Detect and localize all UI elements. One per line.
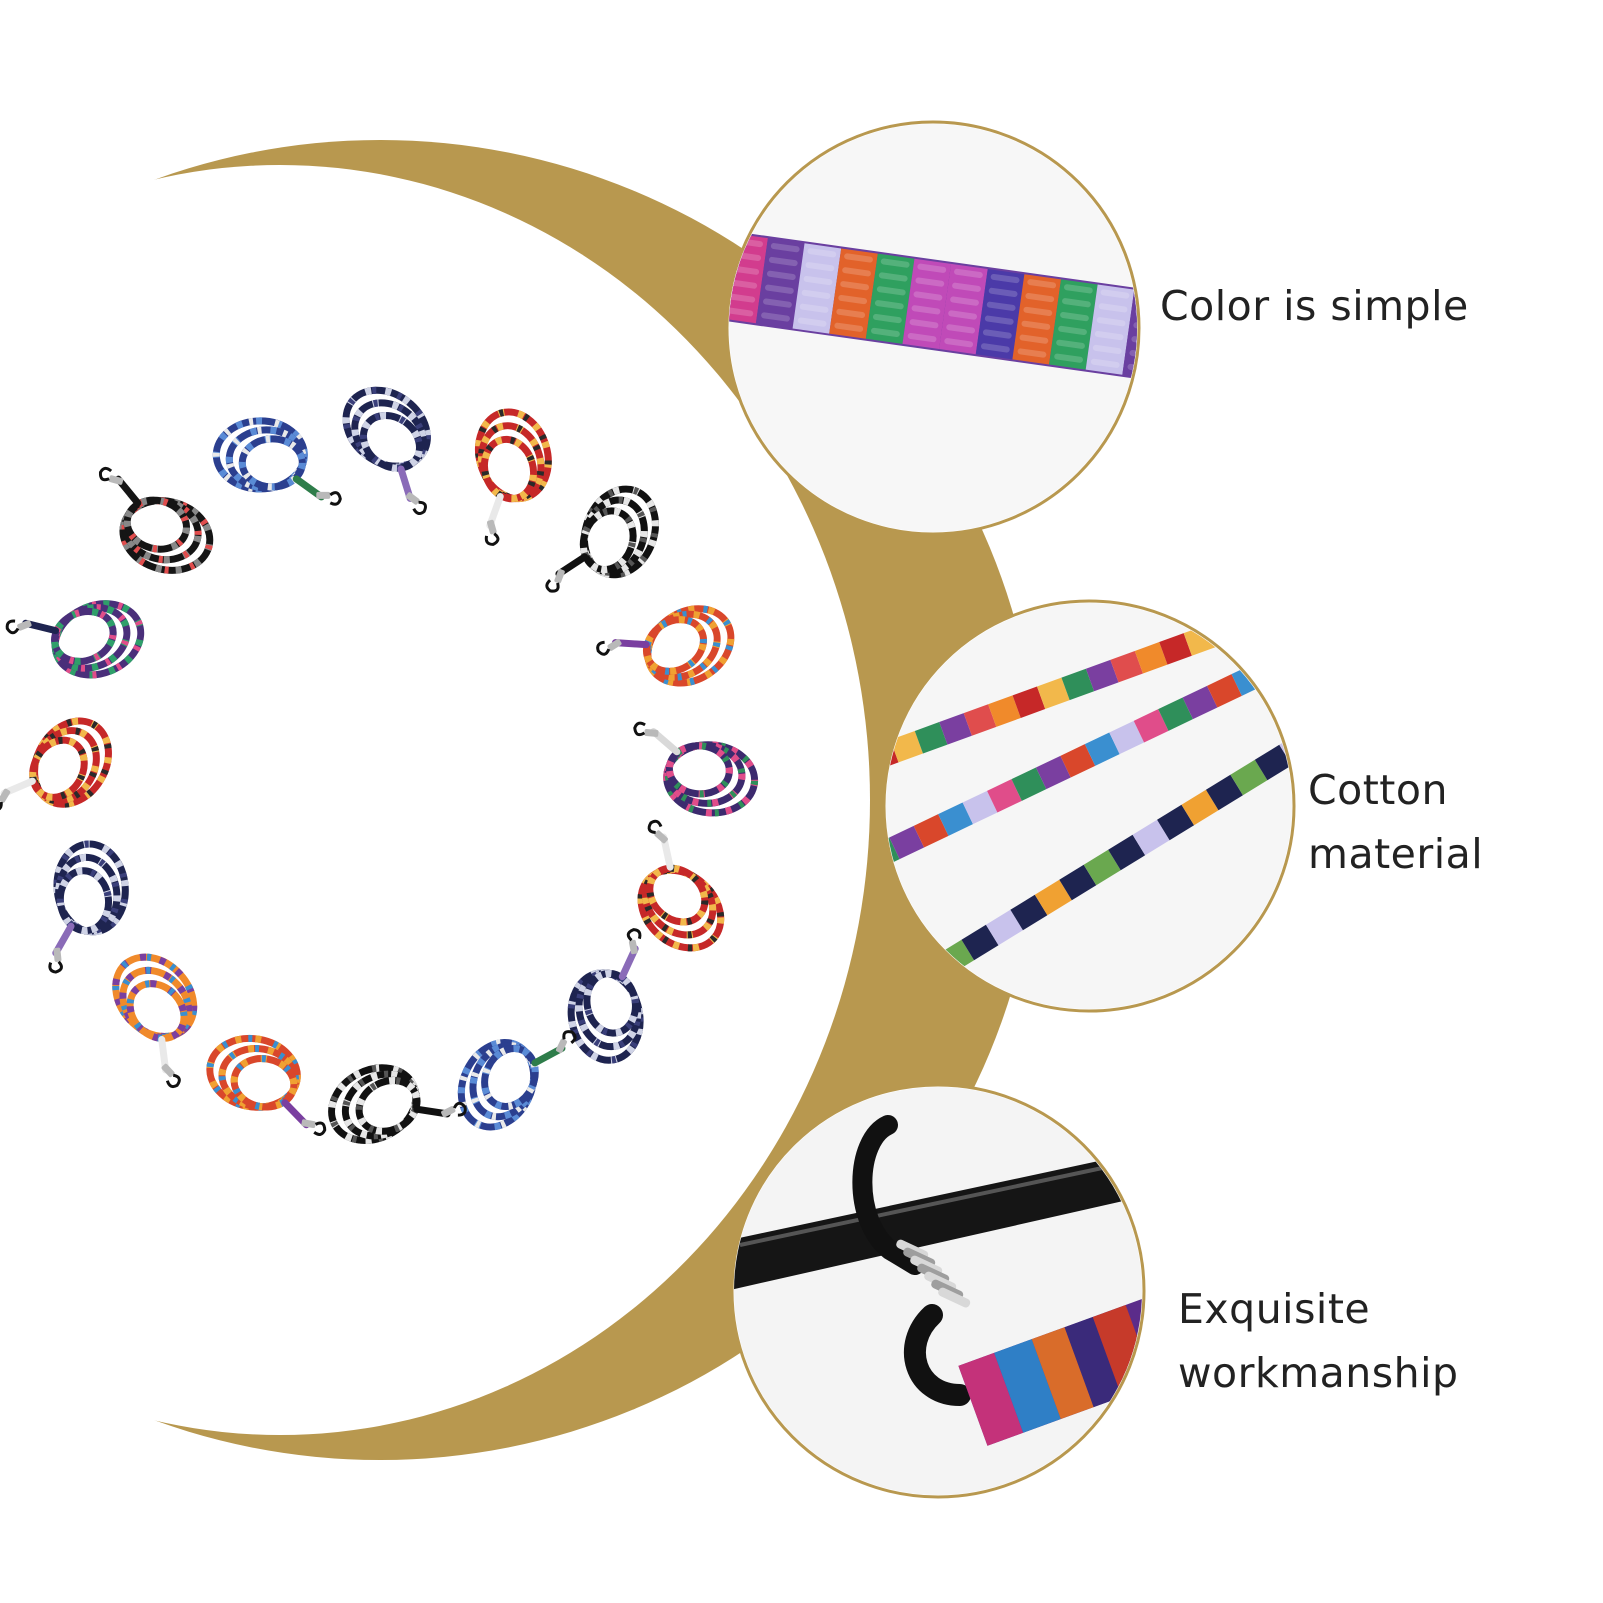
strap-coil <box>328 1064 467 1144</box>
feature-image-color-strap <box>725 120 1141 536</box>
feature-label-line: Color is simple <box>1160 282 1469 330</box>
strap-coil <box>637 819 725 952</box>
feature-label-line: workmanship <box>1178 1349 1459 1397</box>
feature-image-loop-end <box>730 1083 1146 1499</box>
feature-label-line: Cotton <box>1308 766 1448 814</box>
strap-coil <box>0 717 112 811</box>
feature-label-material: Cotton material <box>1308 758 1483 886</box>
strap-coil-ring <box>0 386 759 1144</box>
strap-coil <box>48 840 129 974</box>
strap-coil <box>212 417 342 506</box>
strap-coil <box>545 485 659 593</box>
strap-coil <box>633 721 759 817</box>
strap-coil <box>596 605 735 687</box>
strap-coil <box>342 386 431 516</box>
strap-coil <box>567 928 644 1064</box>
feature-label-line: Exquisite <box>1178 1285 1371 1333</box>
feature-label-workmanship: Exquisite workmanship <box>1178 1277 1459 1405</box>
feature-label-line: material <box>1308 830 1484 878</box>
strap-coil <box>112 953 198 1089</box>
strap-coil <box>475 408 552 546</box>
strap-coil <box>457 1030 577 1131</box>
strap-coil <box>206 1034 327 1136</box>
white-main-circle <box>0 165 870 1435</box>
feature-label-color: Color is simple <box>1160 274 1469 338</box>
strap-coil <box>98 466 214 574</box>
strap-coil <box>5 600 145 679</box>
